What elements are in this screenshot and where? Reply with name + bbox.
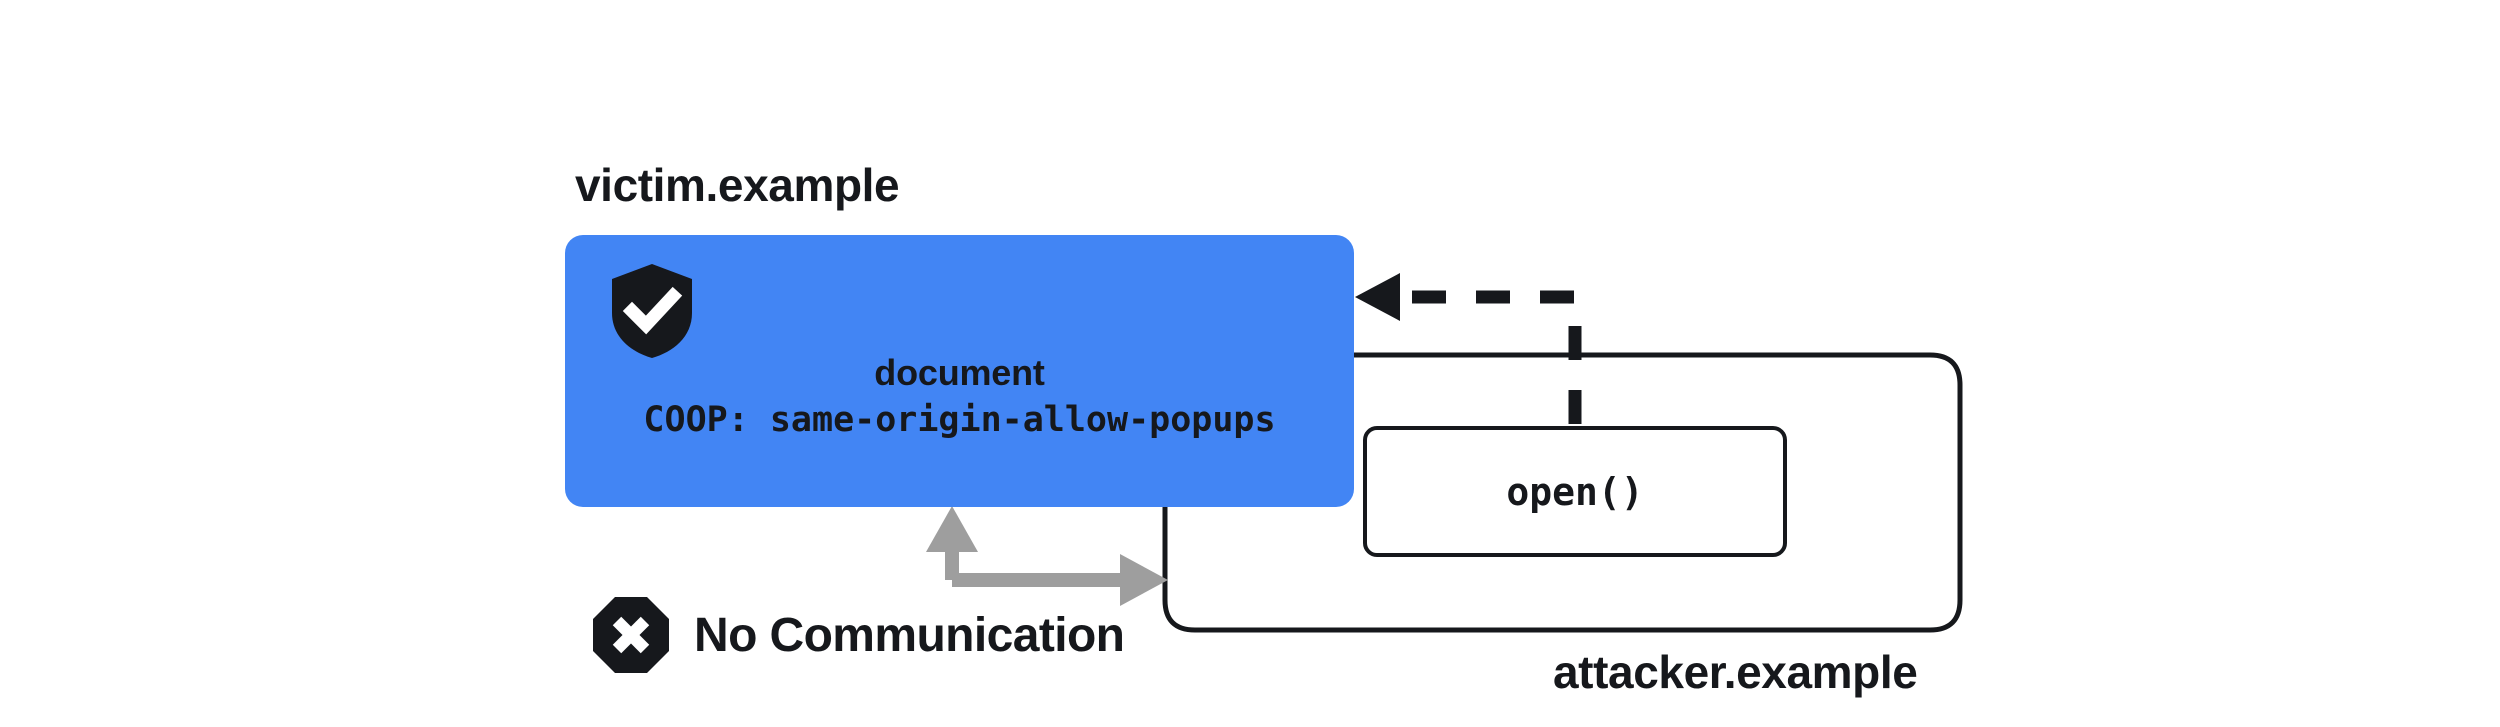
shield-check-icon bbox=[612, 264, 692, 358]
no-communication-arrowhead-up bbox=[926, 506, 978, 552]
opener-reference-dashed-line bbox=[1390, 290, 1582, 424]
no-communication-arrow-path bbox=[945, 535, 1142, 587]
attacker-origin-title: attacker.example bbox=[1553, 646, 1918, 698]
opener-reference-arrowhead bbox=[1355, 273, 1400, 321]
no-communication-label: No Communication bbox=[694, 608, 1125, 662]
document-label: document bbox=[874, 352, 1045, 393]
document-text-block: document COOP: same-origin-allow-popups bbox=[565, 355, 1354, 438]
octagon-x-icon bbox=[593, 597, 669, 673]
no-communication-arrowhead-right bbox=[1120, 554, 1168, 606]
no-communication-annotation: No Communication bbox=[592, 596, 1125, 674]
victim-document-card: document COOP: same-origin-allow-popups bbox=[565, 235, 1354, 507]
coop-header-value: COOP: same-origin-allow-popups bbox=[643, 400, 1276, 440]
victim-origin-title: victim.example bbox=[575, 159, 900, 211]
open-call-label: open() bbox=[1506, 469, 1644, 514]
open-call-box: open() bbox=[1363, 426, 1787, 557]
